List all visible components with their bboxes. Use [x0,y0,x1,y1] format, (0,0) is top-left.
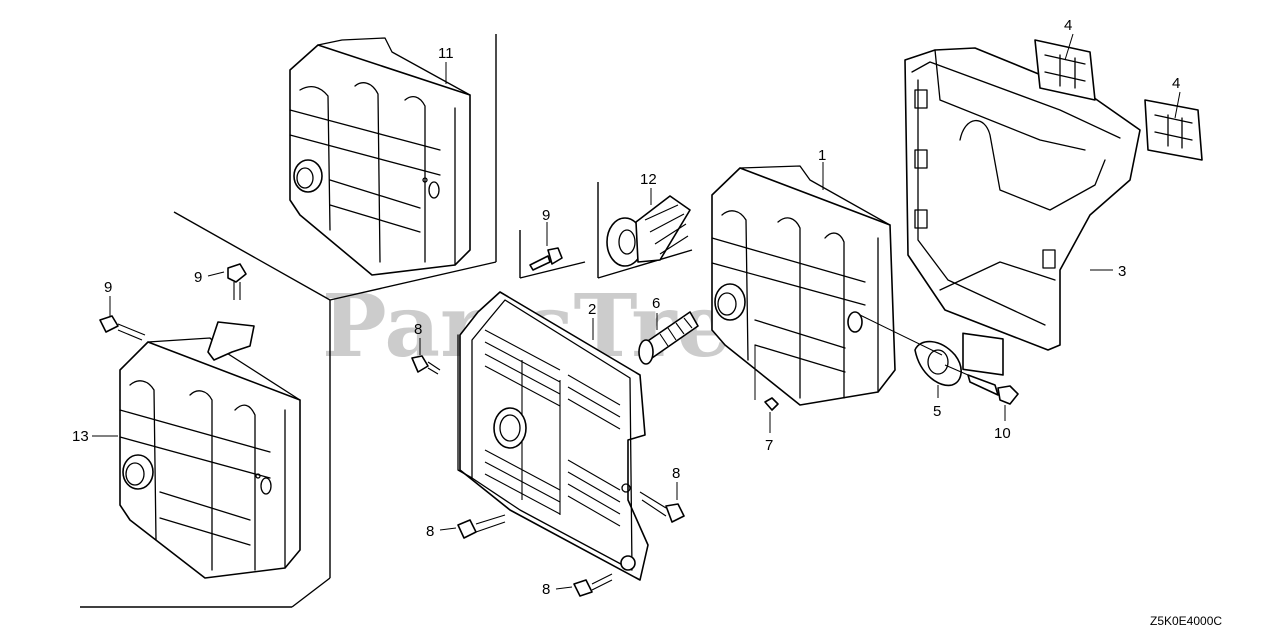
callout-10: 10 [994,425,1011,442]
bolt-part-8-right[interactable] [639,491,685,523]
callout-3: 3 [1118,263,1126,280]
part-6-spark-arrester[interactable] [638,311,699,365]
part-13-muffler-protector[interactable] [119,321,301,579]
callout-12: 12 [640,171,657,188]
part-5-exhaust-gasket[interactable] [914,340,962,387]
callout-9-upper: 9 [542,207,550,224]
callout-2: 2 [588,301,596,318]
part-12-arrester-screen[interactable] [606,195,691,267]
callout-11: 11 [438,45,454,62]
callout-8-lowest: 8 [542,581,550,598]
callout-5: 5 [933,403,941,420]
section-frame-lines [80,34,693,608]
bolt-part-8-bottom[interactable] [457,514,506,539]
diagram-code: Z5K0E4000C [1150,614,1222,628]
leader-lines [92,33,1181,590]
part-3-muffler-shroud[interactable] [904,47,1141,376]
bolt-part-7[interactable] [764,397,779,411]
callout-6: 6 [652,295,660,312]
callout-8-left: 8 [414,321,422,338]
part-11-muffler-protector[interactable] [289,37,471,276]
part-2-muffler-cover[interactable] [457,291,649,581]
callout-4-upper: 4 [1064,17,1072,34]
callout-1: 1 [818,147,826,164]
part-4-clip-right[interactable] [1144,99,1203,161]
bolt-part-8-left[interactable] [411,355,441,375]
callout-13: 13 [72,428,89,445]
bolt-part-10[interactable] [967,374,1019,405]
bolt-part-8-lowest[interactable] [573,573,613,597]
part-1-muffler[interactable] [711,165,896,406]
callout-7: 7 [765,437,773,454]
bolt-part-9-left[interactable] [99,315,146,341]
callout-8-right: 8 [672,465,680,482]
bolt-part-9-top[interactable] [227,263,247,300]
callout-9-left: 9 [104,279,112,296]
callout-8-bottom: 8 [426,523,434,540]
callout-9-top: 9 [194,269,202,286]
callout-4-right: 4 [1172,75,1180,92]
bolt-part-9-upper[interactable] [529,247,563,271]
callout-labels: 11 2 1 3 4 4 5 6 7 10 12 13 9 9 9 8 8 8 … [72,17,1180,598]
